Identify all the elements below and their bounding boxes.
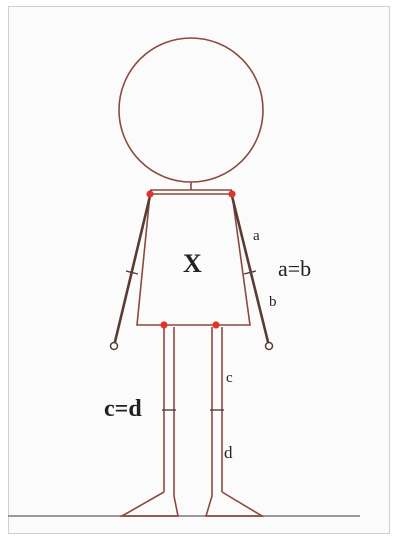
leg-segment-label-d: d <box>224 443 233 462</box>
right-arm-midpoint-tick <box>243 270 257 275</box>
torso-trapezoid <box>136 193 251 326</box>
left-arm <box>112 195 152 347</box>
arm-segment-label-a: a <box>253 228 260 244</box>
left-hip-joint <box>160 321 168 329</box>
torso-label-x: X <box>183 249 202 278</box>
leg-segment-label-c: c <box>226 370 233 386</box>
left-hand <box>109 341 119 351</box>
right-arm <box>230 195 271 347</box>
right-shoulder-joint <box>228 190 236 198</box>
left-shoulder-joint <box>146 190 154 198</box>
right-hip-joint <box>212 321 220 329</box>
right-foot <box>204 491 265 517</box>
right-hand <box>264 341 274 351</box>
head-circle <box>118 37 264 183</box>
left-foot <box>118 491 179 517</box>
arm-equation-label: a=b <box>278 256 311 281</box>
leg-equation-label: c=d <box>104 396 142 422</box>
diagram-frame <box>8 6 390 534</box>
left-arm-midpoint-tick <box>125 270 139 275</box>
arm-segment-label-b: b <box>269 294 277 310</box>
